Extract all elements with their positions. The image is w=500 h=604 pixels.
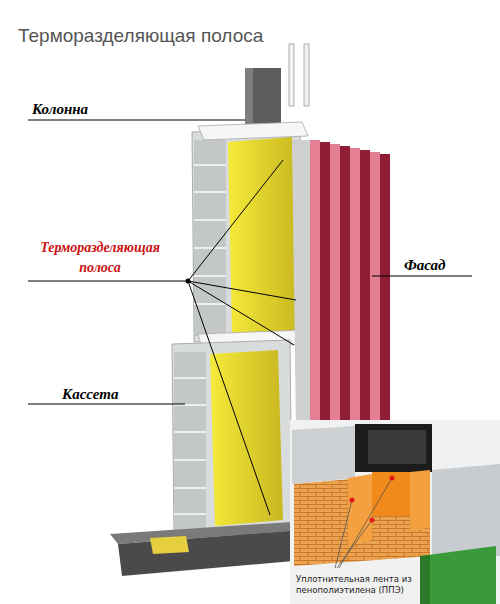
thermal-strip-label: Терморазделяющая полоса <box>30 238 170 278</box>
column-label: Колонна <box>32 100 88 118</box>
diagram-title: Терморазделяющая полоса <box>18 24 263 47</box>
seal-tape-label: Уплотнительная лента из пенополиэтилена … <box>296 574 420 596</box>
facade-label: Фасад <box>404 256 445 274</box>
cassette-label: Кассета <box>62 385 118 403</box>
